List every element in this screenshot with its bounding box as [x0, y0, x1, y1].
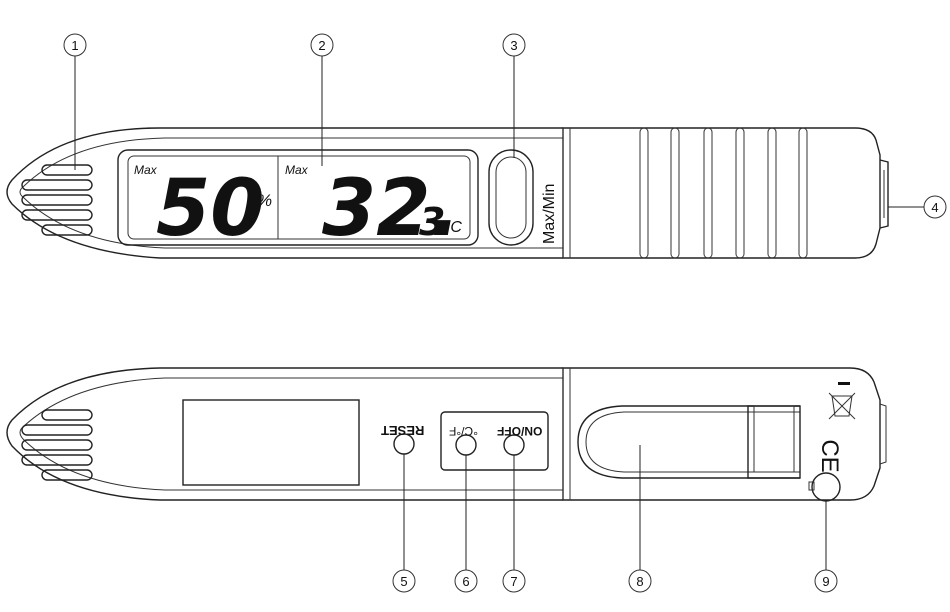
lcd-display: Max 50 % Max 32. 3 °C	[117, 149, 479, 254]
ce-mark: CE	[816, 439, 843, 472]
callout-9: 9	[822, 574, 829, 589]
unit-switch-button[interactable]: °C/°F	[449, 424, 478, 456]
callout-2: 2	[318, 38, 325, 53]
belt-clip	[577, 405, 801, 479]
reset-button[interactable]: RESET	[381, 423, 424, 455]
callout-5: 5	[400, 574, 407, 589]
temperature-decimal: 3	[419, 200, 445, 244]
temperature-max-label: Max	[285, 163, 309, 177]
front-view: Max 50 % Max 32. 3 °C Max/Min	[6, 127, 889, 259]
label-window	[182, 399, 360, 486]
rear-vent-slots	[21, 409, 93, 481]
sensor-vent-slots	[21, 164, 93, 236]
callout-8: 8	[636, 574, 643, 589]
max-min-button[interactable]: Max/Min	[488, 149, 558, 246]
reset-label: RESET	[381, 423, 424, 438]
callout-1: 1	[71, 38, 78, 53]
unit-switch-label: °C/°F	[449, 424, 478, 438]
humidity-value: 50	[156, 164, 265, 254]
callouts: 1 2 3 4 5 6 7 8 9	[63, 33, 947, 593]
max-min-label: Max/Min	[541, 184, 558, 244]
battery-cover[interactable]	[808, 472, 841, 502]
back-view: RESET °C/°F ON/OFF CE	[6, 367, 887, 502]
callout-3: 3	[510, 38, 517, 53]
humidity-unit: %	[257, 191, 272, 210]
power-label: ON/OFF	[497, 424, 542, 438]
crossed-out-bin-icon	[828, 382, 856, 420]
callout-6: 6	[462, 574, 469, 589]
temperature-value: 32.	[322, 164, 460, 254]
temperature-unit: °C	[444, 219, 462, 236]
grip-ribs	[639, 127, 808, 259]
callout-4: 4	[931, 200, 938, 215]
power-button[interactable]: ON/OFF	[497, 424, 542, 456]
callout-7: 7	[510, 574, 517, 589]
humidity-max-label: Max	[134, 163, 158, 177]
